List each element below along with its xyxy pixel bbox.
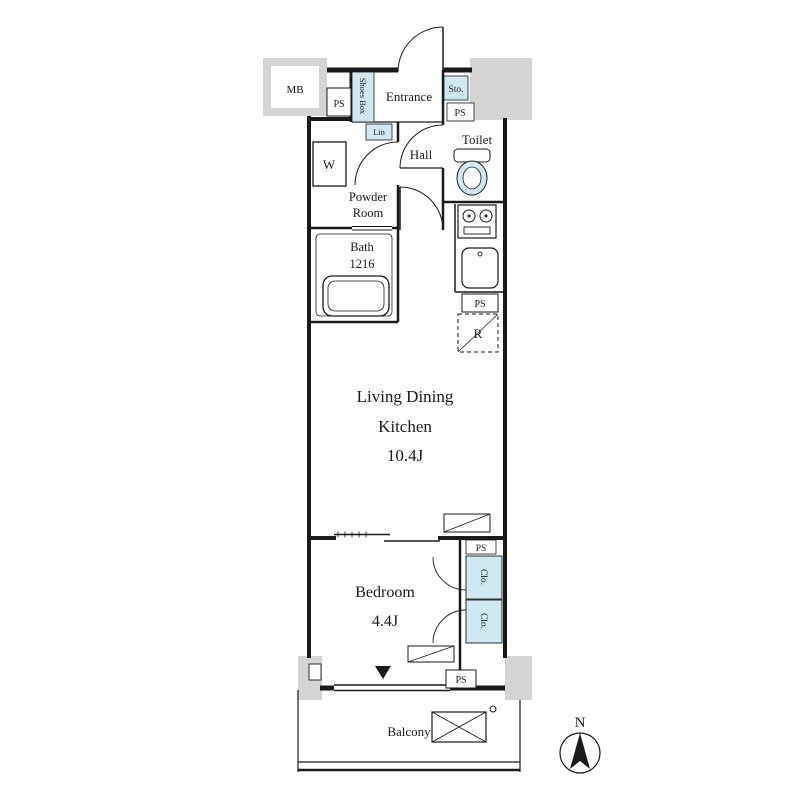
closet-lower bbox=[432, 599, 503, 644]
north-label: N bbox=[575, 715, 586, 731]
structural-columns bbox=[263, 58, 532, 700]
lin-label: Lin bbox=[373, 127, 386, 137]
balcony-drain-icon bbox=[489, 705, 497, 713]
fridge-space bbox=[457, 313, 499, 353]
ps-top-right-label: PS bbox=[454, 108, 465, 119]
kitchen-counter bbox=[454, 204, 503, 293]
bathtub-icon bbox=[322, 275, 390, 317]
balcony-window bbox=[334, 684, 450, 692]
sto-label: Sto. bbox=[448, 85, 463, 95]
balcony bbox=[297, 690, 521, 772]
storage-sto bbox=[443, 75, 469, 101]
ps-top-left-label: PS bbox=[333, 99, 344, 110]
compass-icon bbox=[559, 732, 601, 774]
evacuation-hatch-icon bbox=[431, 711, 487, 743]
mb-label: MB bbox=[286, 84, 303, 96]
sliding-panel-icon-upper bbox=[443, 513, 491, 533]
ps-duct-top-right bbox=[446, 102, 475, 122]
entrance-door-arc bbox=[397, 26, 444, 73]
window-marker-icon bbox=[375, 666, 391, 679]
sliding-panel-icon-lower bbox=[407, 645, 455, 663]
washer-space bbox=[312, 141, 347, 187]
ps-duct-bottom bbox=[445, 669, 477, 689]
linen-closet bbox=[365, 123, 393, 141]
ldk-label-1: Living Dining bbox=[357, 387, 454, 406]
bedroom-label-2: 4.4J bbox=[372, 613, 398, 630]
ps-kitchen-label: PS bbox=[474, 299, 485, 310]
entrance-label: Entrance bbox=[386, 89, 432, 104]
closet-upper-door-arc bbox=[432, 556, 467, 591]
ps-closet-label: PS bbox=[476, 544, 487, 554]
toilet-icon bbox=[453, 148, 491, 196]
ldk-label-2: Kitchen bbox=[378, 417, 432, 436]
walls bbox=[307, 67, 507, 691]
sliding-door-hatch bbox=[337, 531, 367, 538]
powder-room-label-1: Powder bbox=[349, 190, 388, 204]
shoes-box-label: Shoes Box bbox=[358, 78, 368, 115]
fridge-label: R bbox=[474, 326, 483, 341]
balcony-label: Balcony bbox=[387, 724, 431, 739]
ps-duct-top-left bbox=[326, 87, 352, 117]
mb-box bbox=[271, 66, 319, 108]
powder-room-label-2: Room bbox=[353, 206, 384, 220]
hall-label: Hall bbox=[410, 147, 433, 162]
powder-door-arc bbox=[354, 141, 399, 186]
washer-label: W bbox=[323, 157, 336, 172]
kitchen-sink-icon bbox=[461, 247, 499, 289]
ps-duct-closet bbox=[465, 539, 497, 555]
bath-label-2: 1216 bbox=[350, 257, 375, 271]
bath-label-1: Bath bbox=[350, 240, 374, 254]
bedroom-label-1: Bedroom bbox=[355, 584, 415, 601]
hall-door-arc bbox=[399, 186, 444, 231]
closet-lower-label: Clo. bbox=[478, 613, 488, 629]
sliding-door bbox=[334, 531, 440, 542]
closet-upper bbox=[432, 555, 503, 600]
duct-box-bottom-left bbox=[308, 663, 322, 681]
ldk-label-3: 10.4J bbox=[387, 446, 424, 465]
compass-needle bbox=[570, 733, 590, 769]
closet-upper-label: Clo. bbox=[478, 569, 488, 585]
toilet-door-arc bbox=[399, 124, 444, 169]
stove-icon bbox=[457, 204, 497, 239]
column-top-right bbox=[470, 58, 532, 120]
column-bottom-right bbox=[505, 656, 532, 700]
closet-lower-door-arc bbox=[432, 609, 467, 644]
toilet-label: Toilet bbox=[462, 132, 493, 147]
ps-duct-kitchen bbox=[461, 293, 499, 313]
ps-bottom-label: PS bbox=[455, 675, 466, 686]
shoes-box bbox=[351, 71, 375, 123]
